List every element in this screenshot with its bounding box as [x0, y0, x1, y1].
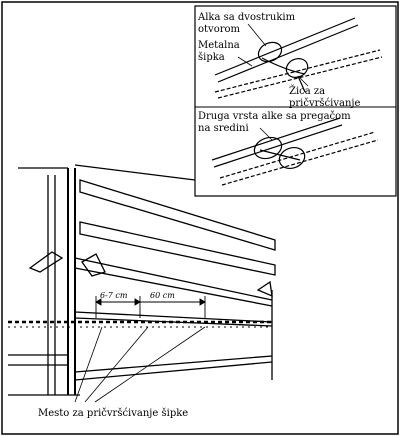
double-ring-illustration	[214, 17, 383, 99]
metal-bar-label-line1: Metalna	[198, 40, 240, 51]
metal-bar-label-line2: šipka	[198, 52, 225, 63]
attach-points-label: Mesto za pričvršćivanje šipke	[38, 408, 188, 419]
ring-clamp-label-line1: Druga vrsta alke sa pregačom	[198, 111, 351, 122]
detail-inset: Alka sa dvostrukim otvorom Metalna šipka…	[194, 5, 397, 197]
dimension-markers	[95, 296, 206, 318]
fix-wire-label-line1: Žica za	[289, 85, 325, 97]
leader-wire	[299, 77, 309, 87]
frame-structure	[8, 164, 276, 396]
fix-wire-label-line2: pričvršćivanje	[289, 98, 360, 109]
inset-frame	[194, 5, 397, 197]
leader-clamp	[259, 127, 273, 141]
ring-clamp-label-line2: na sredini	[198, 123, 249, 134]
dimension-a-label: 6-7 cm	[100, 291, 128, 300]
attach-leaders	[74, 326, 206, 403]
ring-double-label-line1: Alka sa dvostrukim	[197, 12, 296, 23]
leader-bar	[237, 56, 253, 67]
clamp-ring-illustration	[211, 117, 379, 186]
leader-ring	[247, 23, 267, 47]
ring-double-label-line2: otvorom	[198, 24, 241, 35]
bar-chain	[8, 320, 272, 328]
dimension-b-label: 60 cm	[150, 291, 175, 300]
